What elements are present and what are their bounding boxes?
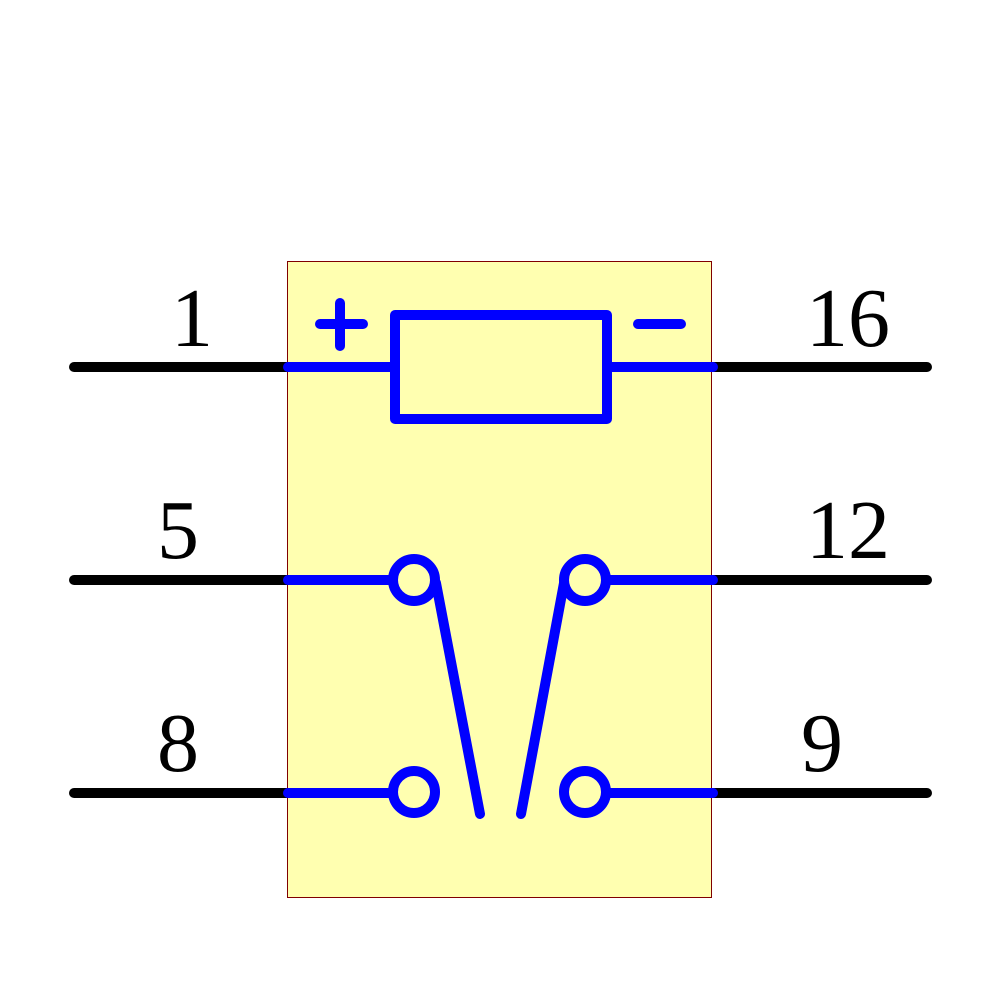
pin-label-5: 5 — [157, 484, 199, 577]
switch-arm-left — [431, 578, 485, 819]
pin-label-9: 9 — [801, 697, 843, 790]
pin-label-16: 16 — [806, 272, 890, 365]
pin-label-1: 1 — [171, 272, 213, 365]
pin-label-12: 12 — [806, 484, 890, 577]
pin-label-8: 8 — [157, 697, 199, 790]
contact-9-terminal — [559, 766, 611, 818]
pin-lines — [69, 362, 932, 798]
plus-icon — [315, 298, 368, 351]
switch-arm-right — [516, 578, 569, 819]
contact-8-terminal — [388, 766, 440, 818]
